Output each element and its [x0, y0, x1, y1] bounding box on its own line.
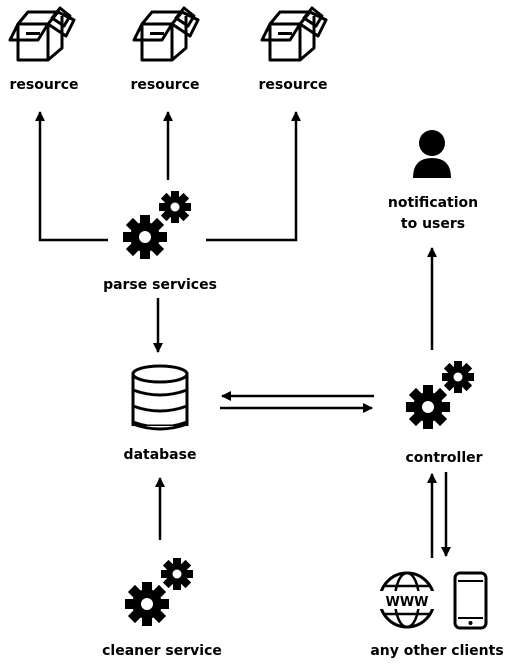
database-label: database — [124, 447, 197, 463]
user-icon — [413, 130, 451, 178]
notification-label-line2: to users — [401, 216, 465, 232]
cleaner-service-label: cleaner service — [102, 643, 222, 659]
database-icon — [131, 364, 189, 432]
arrow-parse-to-resource-3 — [206, 111, 301, 242]
parse-services-gears-icon — [123, 191, 191, 259]
resource-box-icon-3 — [260, 6, 328, 62]
resource-label-2: resource — [130, 77, 199, 93]
arrow-parse-to-resource-1 — [35, 111, 108, 242]
cleaner-service-gears-icon — [125, 558, 193, 626]
parse-services-label: parse services — [103, 277, 217, 293]
resource-label-3: resource — [258, 77, 327, 93]
www-text: WWW — [385, 595, 428, 610]
resource-box-icon-2 — [132, 6, 200, 62]
notification-label-line1: notification — [388, 195, 478, 211]
resource-box-icon-1 — [8, 6, 76, 62]
controller-label: controller — [405, 450, 482, 466]
controller-gears-icon — [406, 361, 474, 429]
smartphone-icon — [453, 571, 488, 630]
any-other-clients-label: any other clients — [370, 643, 503, 659]
resource-label-1: resource — [9, 77, 78, 93]
globe-icon: WWW — [376, 571, 438, 629]
